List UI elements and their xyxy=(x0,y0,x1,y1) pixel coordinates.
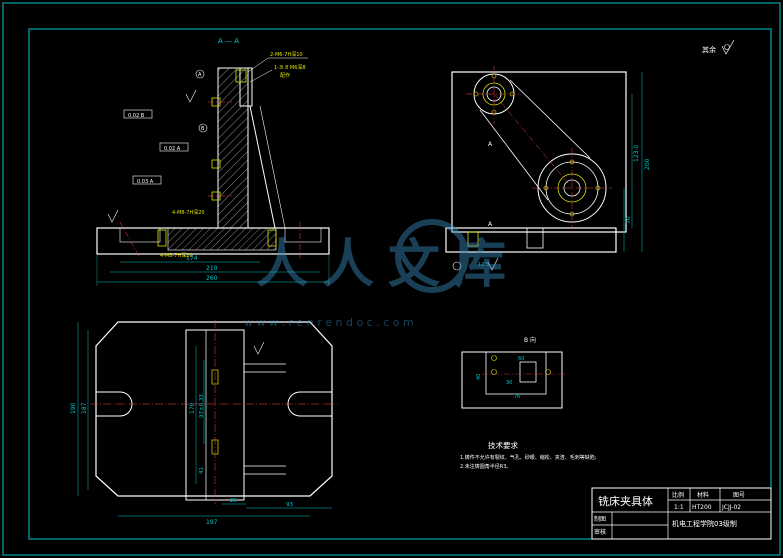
title-scale-label: 比例 xyxy=(672,491,684,499)
watermark: 人人文库 w w w . r e n r e n d o c . c o m xyxy=(244,219,520,329)
dim-plan-41: 41 xyxy=(199,467,205,474)
dim-plan-190: 190 xyxy=(70,402,77,414)
dim-plan-197: 197 xyxy=(206,519,218,526)
tech-requirements: 技术要求 1.铸件不允许有裂纹、气孔、砂眼、缩松、夹渣、毛刺等缺陷; 2.未注铸… xyxy=(460,440,597,470)
b-view: B 向 60 40 76 30 xyxy=(461,336,566,409)
dim-side-123: 123.0 xyxy=(633,145,640,162)
dim-b-60: 60 xyxy=(518,356,524,362)
dim-side-70: 70 xyxy=(625,216,632,224)
title-drawn-label: 制图 xyxy=(594,515,606,523)
dim-plan-97: 97±0.33 xyxy=(199,394,205,418)
thread-note-3: 配作 xyxy=(280,72,290,79)
watermark-brand: 人人文库 xyxy=(256,235,520,295)
title-name: 铣床夹具体 xyxy=(598,494,653,508)
b-view-label: B 向 xyxy=(524,336,536,344)
datum-b-symbol: B xyxy=(201,126,205,132)
dim-plan-93: 93 xyxy=(286,502,293,508)
tech-title: 技术要求 xyxy=(488,440,518,450)
front-section-view: A — A xyxy=(96,37,330,286)
title-block: 铣床夹具体 比例 材料 图号 1:1 HT200 JCJJ-02 制图 审核 机… xyxy=(591,487,772,540)
tech-item-1: 1.铸件不允许有裂纹、气孔、砂眼、缩松、夹渣、毛刺等缺陷; xyxy=(460,454,597,461)
title-material-label: 材料 xyxy=(697,491,709,499)
tol-frame-2: 0.02 A xyxy=(164,146,181,152)
dim-b-30: 30 xyxy=(506,380,512,386)
thread-note-4: 4-M8-7H深20 xyxy=(172,209,205,216)
section-label: A — A xyxy=(218,37,239,45)
dim-b-40: 40 xyxy=(476,374,482,380)
dim-plan-25: 25 xyxy=(230,498,237,504)
tech-item-2: 2.未注铸圆角半径R3。 xyxy=(460,463,511,470)
view-a-mark-1: A xyxy=(488,141,493,148)
title-school: 机电工程学院03级制 xyxy=(672,519,737,528)
title-drawing-no-label: 图号 xyxy=(733,492,745,499)
watermark-url: w w w . r e n r e n d o c . c o m xyxy=(244,316,414,329)
dim-front-174: 174 xyxy=(186,255,198,262)
dim-plan-170: 170 xyxy=(189,402,196,414)
roughness-note-group: 其余 xyxy=(702,39,735,55)
sheet-inner-border xyxy=(28,28,772,540)
title-scale-value: 1:1 xyxy=(674,504,684,511)
thread-note-5: 4-M8-7H深20 xyxy=(160,252,193,259)
dim-side-200: 200 xyxy=(644,158,651,170)
plan-view: 190 187 170 97±0.33 41 197 25 93 xyxy=(70,320,338,526)
roughness-note: 其余 xyxy=(702,45,716,54)
tol-frame-1: 0.02 B xyxy=(128,113,145,119)
dim-b-76: 76 xyxy=(514,394,520,400)
title-drawing-no-value: JCJJ-02 xyxy=(721,504,741,511)
title-material-value: HT200 xyxy=(692,504,712,511)
thread-note-1: 2-M6-7H深10 xyxy=(270,51,303,58)
side-view: A A 123.0 200 70 12.5 xyxy=(445,66,651,271)
datum-a-symbol: A xyxy=(198,72,202,78)
dim-front-260: 260 xyxy=(206,275,218,282)
tol-frame-3: 0.03 A xyxy=(137,179,154,185)
dim-side-12-5: 12.5 xyxy=(478,262,489,268)
title-checked-label: 审核 xyxy=(594,528,606,536)
dim-front-210: 210 xyxy=(206,265,218,272)
thread-note-2: 1-3l 8 M6深8 xyxy=(274,64,306,71)
dim-plan-187: 187 xyxy=(81,402,88,414)
view-a-mark-2: A xyxy=(488,221,493,228)
